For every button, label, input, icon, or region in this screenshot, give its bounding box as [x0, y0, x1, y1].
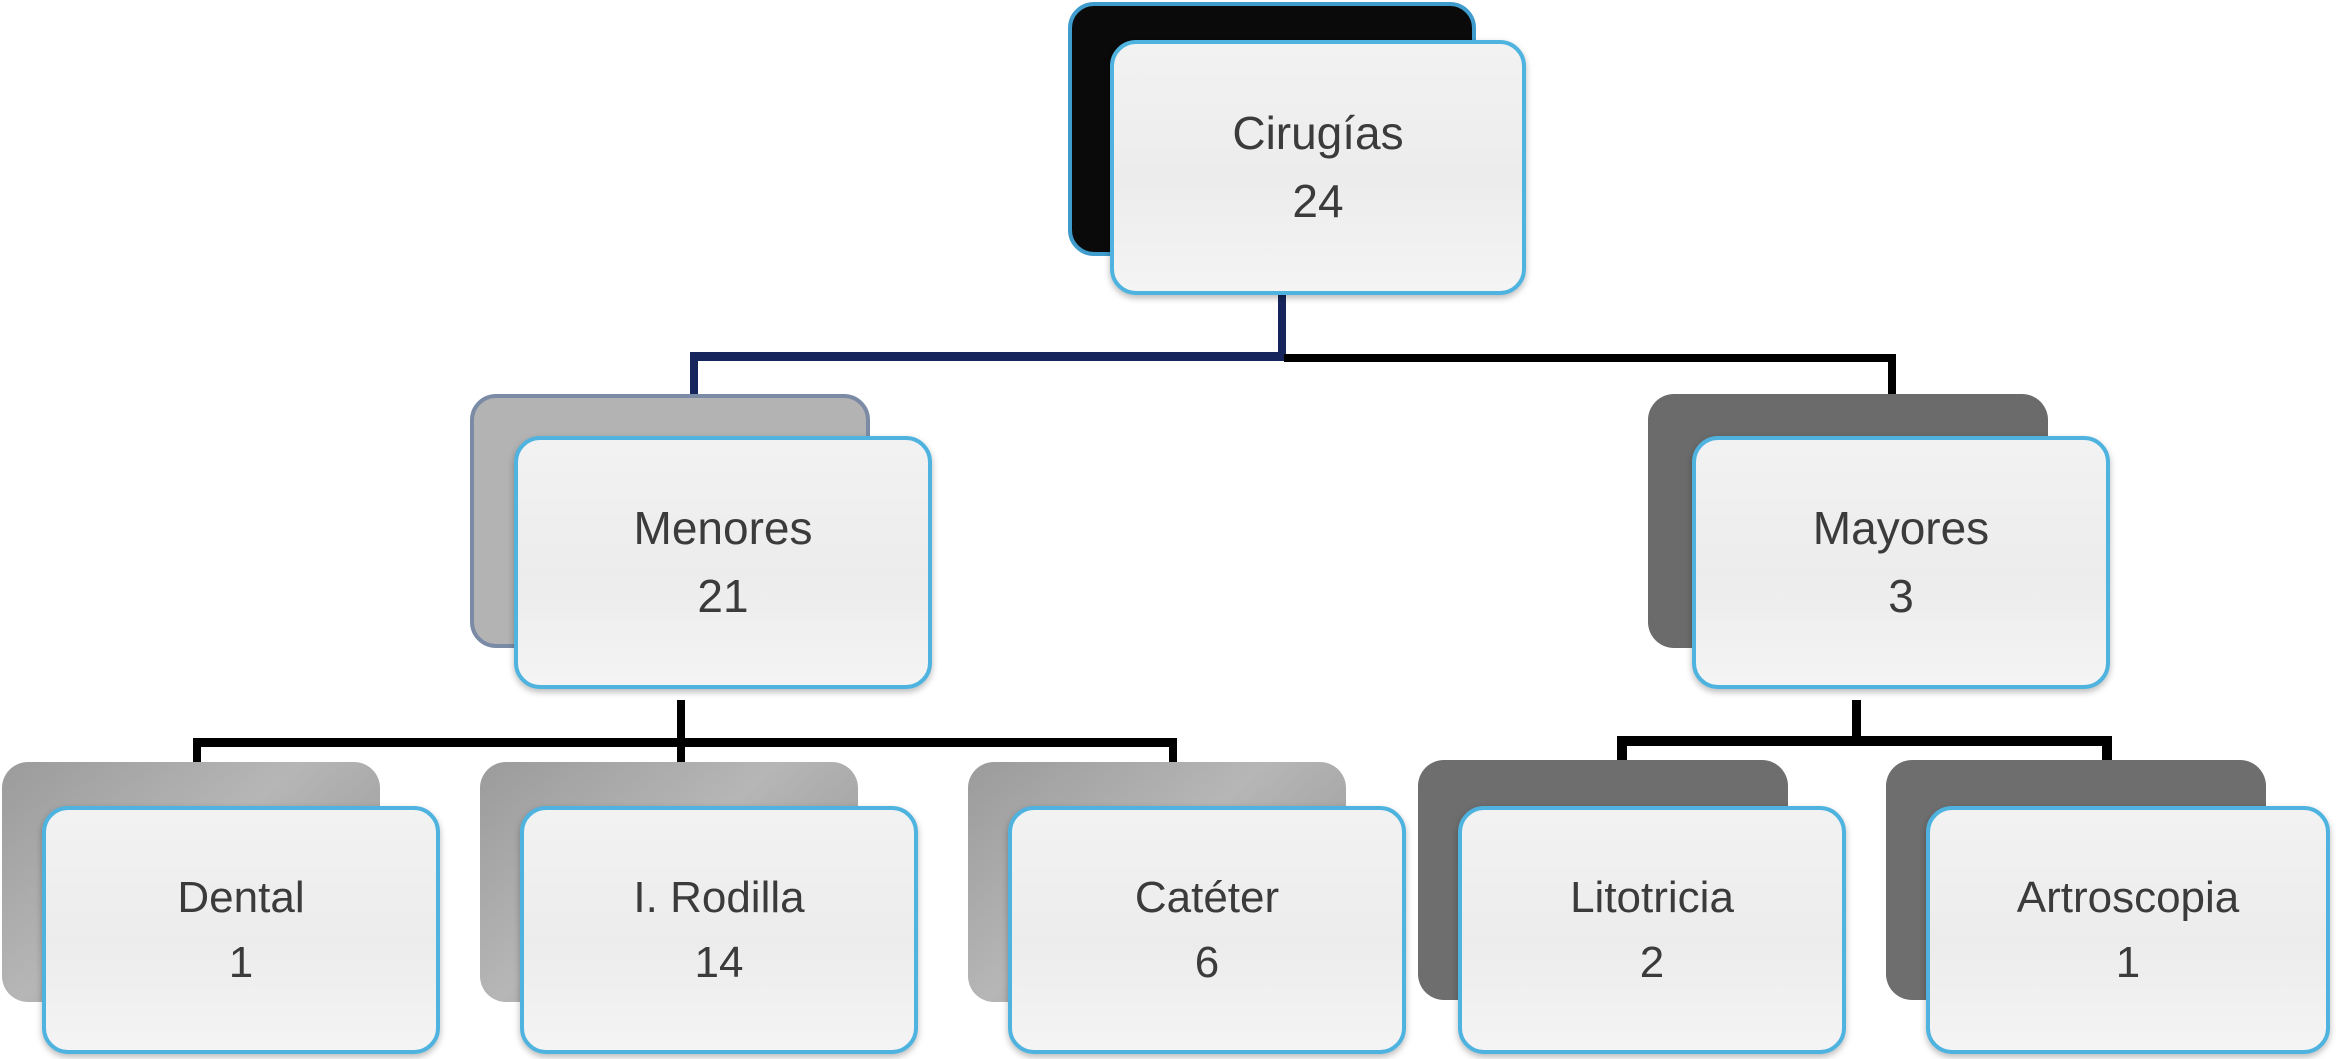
node-rodilla-card[interactable]: I. Rodilla 14: [520, 806, 918, 1054]
connector-mayores-stem: [1852, 700, 1861, 744]
node-mayores-label: Mayores: [1812, 501, 1990, 554]
node-litotricia-label: Litotricia: [1570, 872, 1734, 922]
node-dental[interactable]: Dental 1: [2, 762, 448, 1058]
node-cirugias[interactable]: Cirugías 24: [1068, 2, 1528, 299]
node-mayores-card[interactable]: Mayores 3: [1692, 436, 2110, 689]
node-menores-value: 21: [697, 569, 749, 622]
node-cirugias-value: 24: [1292, 174, 1344, 227]
connector-mayores-bus: [1617, 736, 2112, 746]
node-cirugias-label: Cirugías: [1232, 106, 1404, 159]
node-artroscopia[interactable]: Artroscopia 1: [1886, 760, 2336, 1058]
connector-menores-bus: [193, 738, 1177, 747]
connector-level1-bus-left: [690, 352, 1286, 361]
connector-menores-stem: [677, 700, 685, 744]
node-menores-label: Menores: [633, 501, 813, 554]
node-artroscopia-value: 1: [2115, 938, 2141, 987]
connector-root-stem: [1278, 292, 1286, 358]
node-rodilla-label: I. Rodilla: [633, 872, 805, 922]
node-litotricia-value: 2: [1639, 938, 1665, 987]
node-mayores[interactable]: Mayores 3: [1648, 394, 2110, 702]
node-cateter[interactable]: Catéter 6: [968, 762, 1414, 1058]
node-menores-card[interactable]: Menores 21: [514, 436, 932, 689]
node-dental-label: Dental: [177, 872, 305, 922]
node-rodilla-value: 14: [694, 938, 744, 987]
node-artroscopia-card[interactable]: Artroscopia 1: [1926, 806, 2330, 1054]
connector-level1-bus-right: [1284, 354, 1896, 362]
node-dental-value: 1: [228, 938, 254, 987]
node-cirugias-card[interactable]: Cirugías 24: [1110, 40, 1526, 295]
node-cateter-value: 6: [1194, 938, 1220, 987]
node-menores[interactable]: Menores 21: [470, 394, 932, 702]
node-cateter-label: Catéter: [1134, 872, 1280, 922]
node-mayores-value: 3: [1888, 569, 1914, 622]
node-litotricia-card[interactable]: Litotricia 2: [1458, 806, 1846, 1054]
node-rodilla[interactable]: I. Rodilla 14: [480, 762, 926, 1058]
node-litotricia[interactable]: Litotricia 2: [1418, 760, 1854, 1058]
node-dental-card[interactable]: Dental 1: [42, 806, 440, 1054]
node-cateter-card[interactable]: Catéter 6: [1008, 806, 1406, 1054]
node-artroscopia-label: Artroscopia: [2016, 872, 2240, 922]
